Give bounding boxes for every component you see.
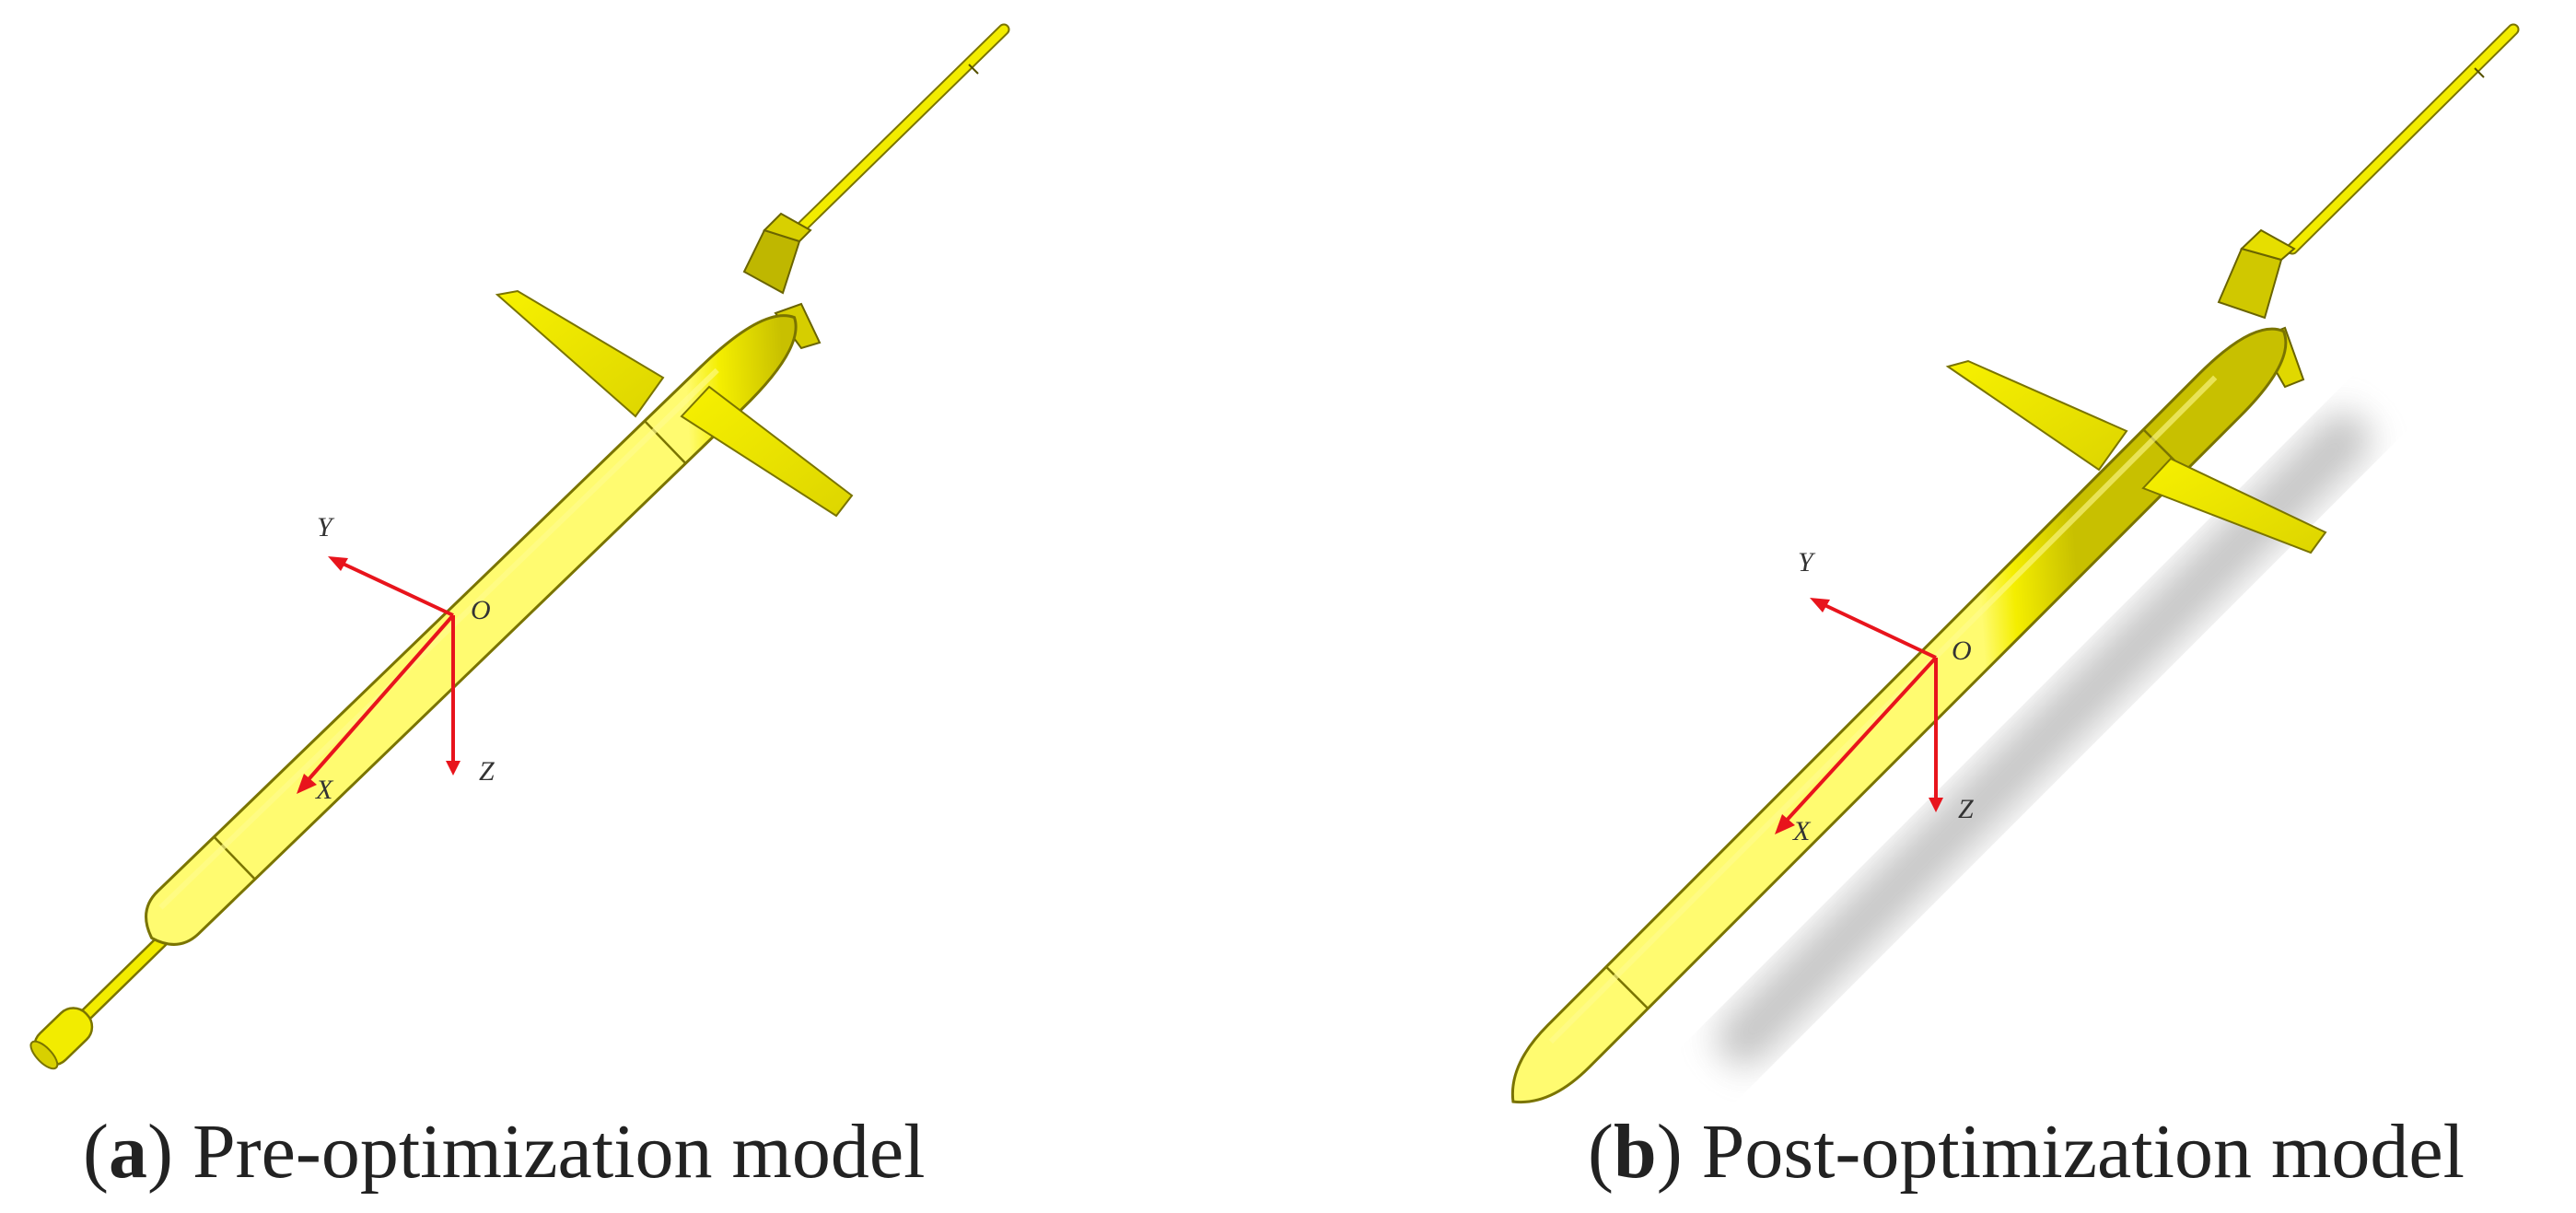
y-axis-label: Y [317, 512, 335, 542]
antenna [797, 23, 1010, 232]
z-axis-arrow [1929, 658, 1943, 812]
caption-post-optimization: (b) Post-optimization model [1588, 1109, 2465, 1195]
x-axis-arrow [1775, 656, 1938, 834]
origin-label: O [471, 595, 491, 625]
coordinate-axes: Y X Z O [297, 512, 495, 805]
tail-fin [742, 212, 822, 350]
caption-text: ) Post-optimization model [1656, 1109, 2465, 1195]
wing-upper [495, 289, 665, 418]
antenna [2286, 23, 2520, 255]
pre-optimization-model-render: Y X Z O [29, 23, 1010, 1070]
x-axis-label: X [315, 775, 334, 805]
x-axis-arrow [297, 613, 455, 794]
coordinate-axes: Y X Z O [1775, 547, 1974, 846]
caption-text: ) Pre-optimization model [146, 1109, 926, 1195]
post-optimization-model-render: Y X Z O [1510, 23, 2520, 1104]
rear-probe [29, 934, 169, 1070]
hull-shadow [1716, 412, 2372, 1067]
caption-letter: b [1613, 1109, 1657, 1195]
x-axis-label: X [1792, 816, 1812, 846]
z-axis-label: Z [1958, 794, 1974, 824]
z-axis-label: Z [479, 756, 495, 787]
hull [1510, 327, 2288, 1104]
caption-pre-optimization: (a) Pre-optimization model [83, 1109, 926, 1195]
wing-lower [680, 385, 854, 518]
wing-lower [2141, 457, 2327, 554]
y-axis-arrow [1810, 598, 1937, 659]
caption-open-paren: ( [83, 1109, 109, 1195]
y-axis-label: Y [1798, 547, 1816, 577]
wing-upper [1945, 359, 2128, 472]
caption-open-paren: ( [1588, 1109, 1614, 1195]
y-axis-arrow [328, 556, 454, 617]
z-axis-arrow [446, 615, 460, 776]
panel-pre-optimization: Y X Z O (a) Pre-optimization model [29, 23, 1010, 1195]
panel-post-optimization: Y X Z O (b) Post-optimization model [1288, 0, 2576, 1213]
origin-label: O [1952, 636, 1972, 666]
caption-letter: a [108, 1109, 147, 1195]
